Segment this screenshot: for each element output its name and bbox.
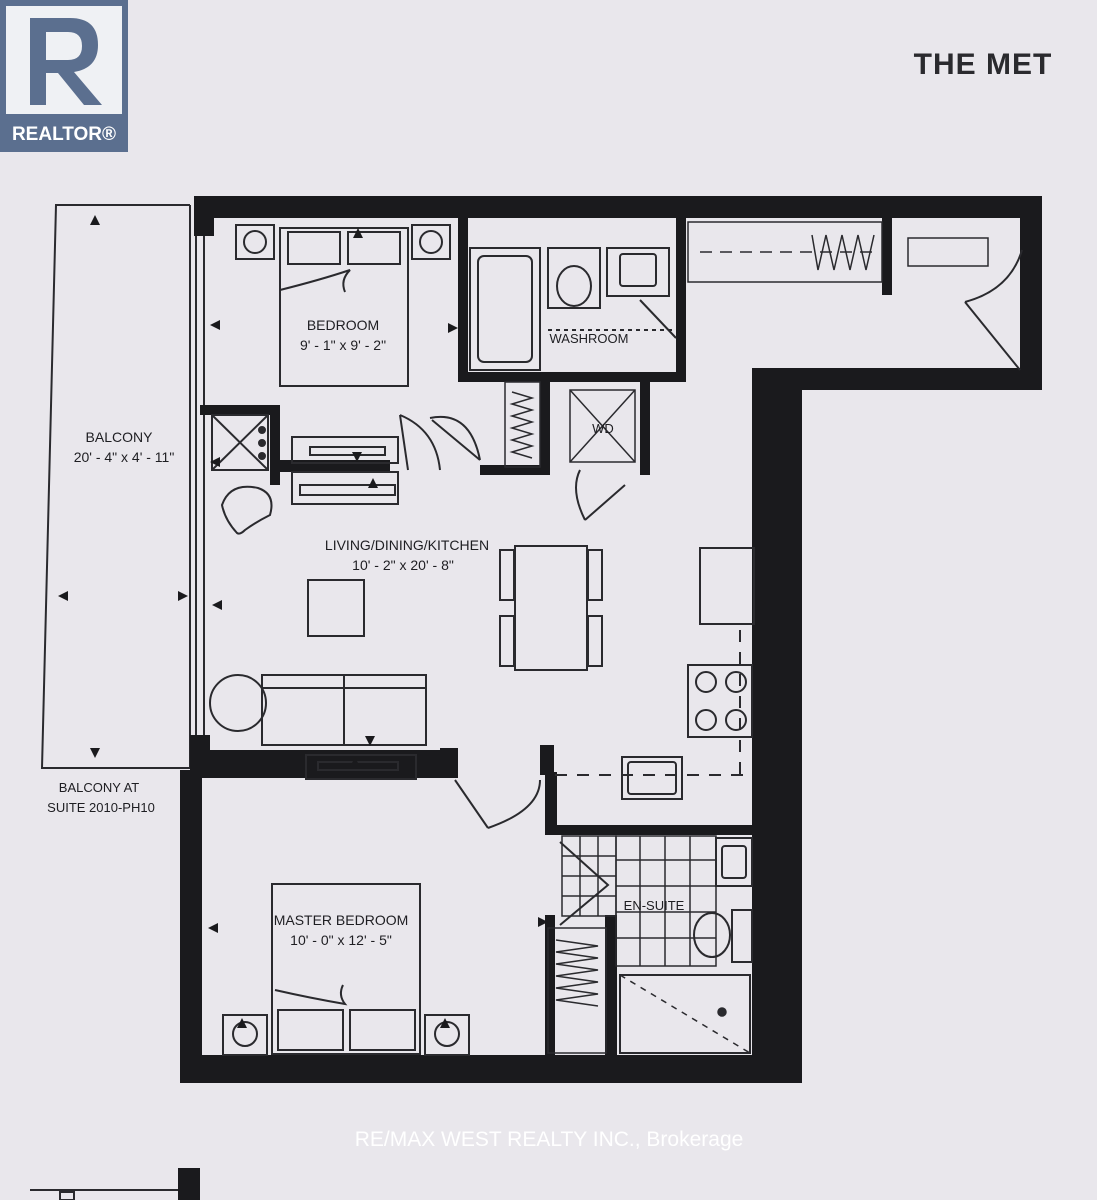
balcony-note-line1: BALCONY AT [59,780,139,795]
arrow-icon [353,228,363,238]
wall-top [194,196,1042,218]
washroom-fixtures [469,247,677,371]
doors [399,249,1023,926]
arrow-icon [1028,370,1038,380]
balcony-label: BALCONY [86,429,154,445]
wall-left-top [194,196,214,236]
wall-fridge-right [270,405,280,485]
realtor-logo-text: REALTOR® [12,124,116,145]
wall-closet-top-right [882,215,892,295]
arrow-icon [440,1018,450,1028]
arrow-icon [448,323,458,333]
balcony-outline [40,204,191,769]
wall-kitchen-left [540,745,554,775]
wall-washroom-bottom [458,372,686,382]
wall-wd-left [540,380,550,475]
arrow-icon [237,1018,247,1028]
bedroom-dims: 9' - 1" x 9' - 2" [300,337,386,353]
wall-right-step [770,368,1042,390]
wall-ensuite-left [545,915,555,1055]
realtor-logo: REALTOR® [0,0,128,152]
wall-right-long [752,368,802,1080]
wall-mid-end [440,748,458,778]
living-furniture [209,485,755,800]
plan-title: THE MET [914,48,1053,81]
arrow-icon [58,591,68,601]
ensuite-fixtures [561,835,753,1054]
arrow-icon [178,591,188,601]
arrow-icon [538,917,548,927]
wall-left-bottom [180,770,202,1080]
realtor-logo-r-icon [30,18,102,105]
arrow-icon [352,452,362,462]
living-label: LIVING/DINING/KITCHEN [325,537,489,553]
arrow-icon [90,215,100,225]
wall-washroom-left [458,215,468,380]
wall-ensuite-left-top [545,772,557,832]
balcony-dims: 20' - 4" x 4' - 11" [74,449,175,465]
bed [279,227,409,387]
arrow-icon [350,757,360,767]
next-plan-fragment [30,1168,200,1200]
bedroom-label: BEDROOM [307,317,379,333]
ensuite-label: EN-SUITE [624,898,685,913]
wall-ensuite-top [545,825,755,835]
arrow-icon [756,598,766,608]
arrow-icon [210,320,220,330]
arrow-icon [365,736,375,746]
arrow-icon [210,457,220,467]
arrow-icon [90,748,100,758]
living-dims: 10' - 2" x 20' - 8" [352,557,454,573]
master-furniture [222,754,470,1056]
wall-closet-right [605,915,617,1060]
wall-bed-sep [200,405,280,415]
washroom-label: WASHROOM [550,331,629,346]
arrow-icon [212,600,222,610]
master-label: MASTER BEDROOM [274,912,409,928]
wall-closet-bottom [480,465,550,475]
arrow-icon [368,478,378,488]
wall-washroom-right [676,215,686,380]
walls [180,196,1042,1083]
wall-wd-right [640,380,650,475]
balcony-note-line2: SUITE 2010-PH10 [47,800,155,815]
arrow-icon [208,923,218,933]
wall-right-top [1020,196,1042,371]
closets [504,221,989,1054]
arrows [58,215,1038,1028]
wd-label: WD [592,421,614,436]
master-dims: 10' - 0" x 12' - 5" [290,932,392,948]
stove-icon [211,414,269,471]
brokerage-watermark: RE/MAX WEST REALTY INC., Brokerage [355,1128,744,1151]
wall-bottom [180,1055,802,1083]
wall-bed-living [280,460,390,472]
bedroom-furniture [235,224,451,505]
